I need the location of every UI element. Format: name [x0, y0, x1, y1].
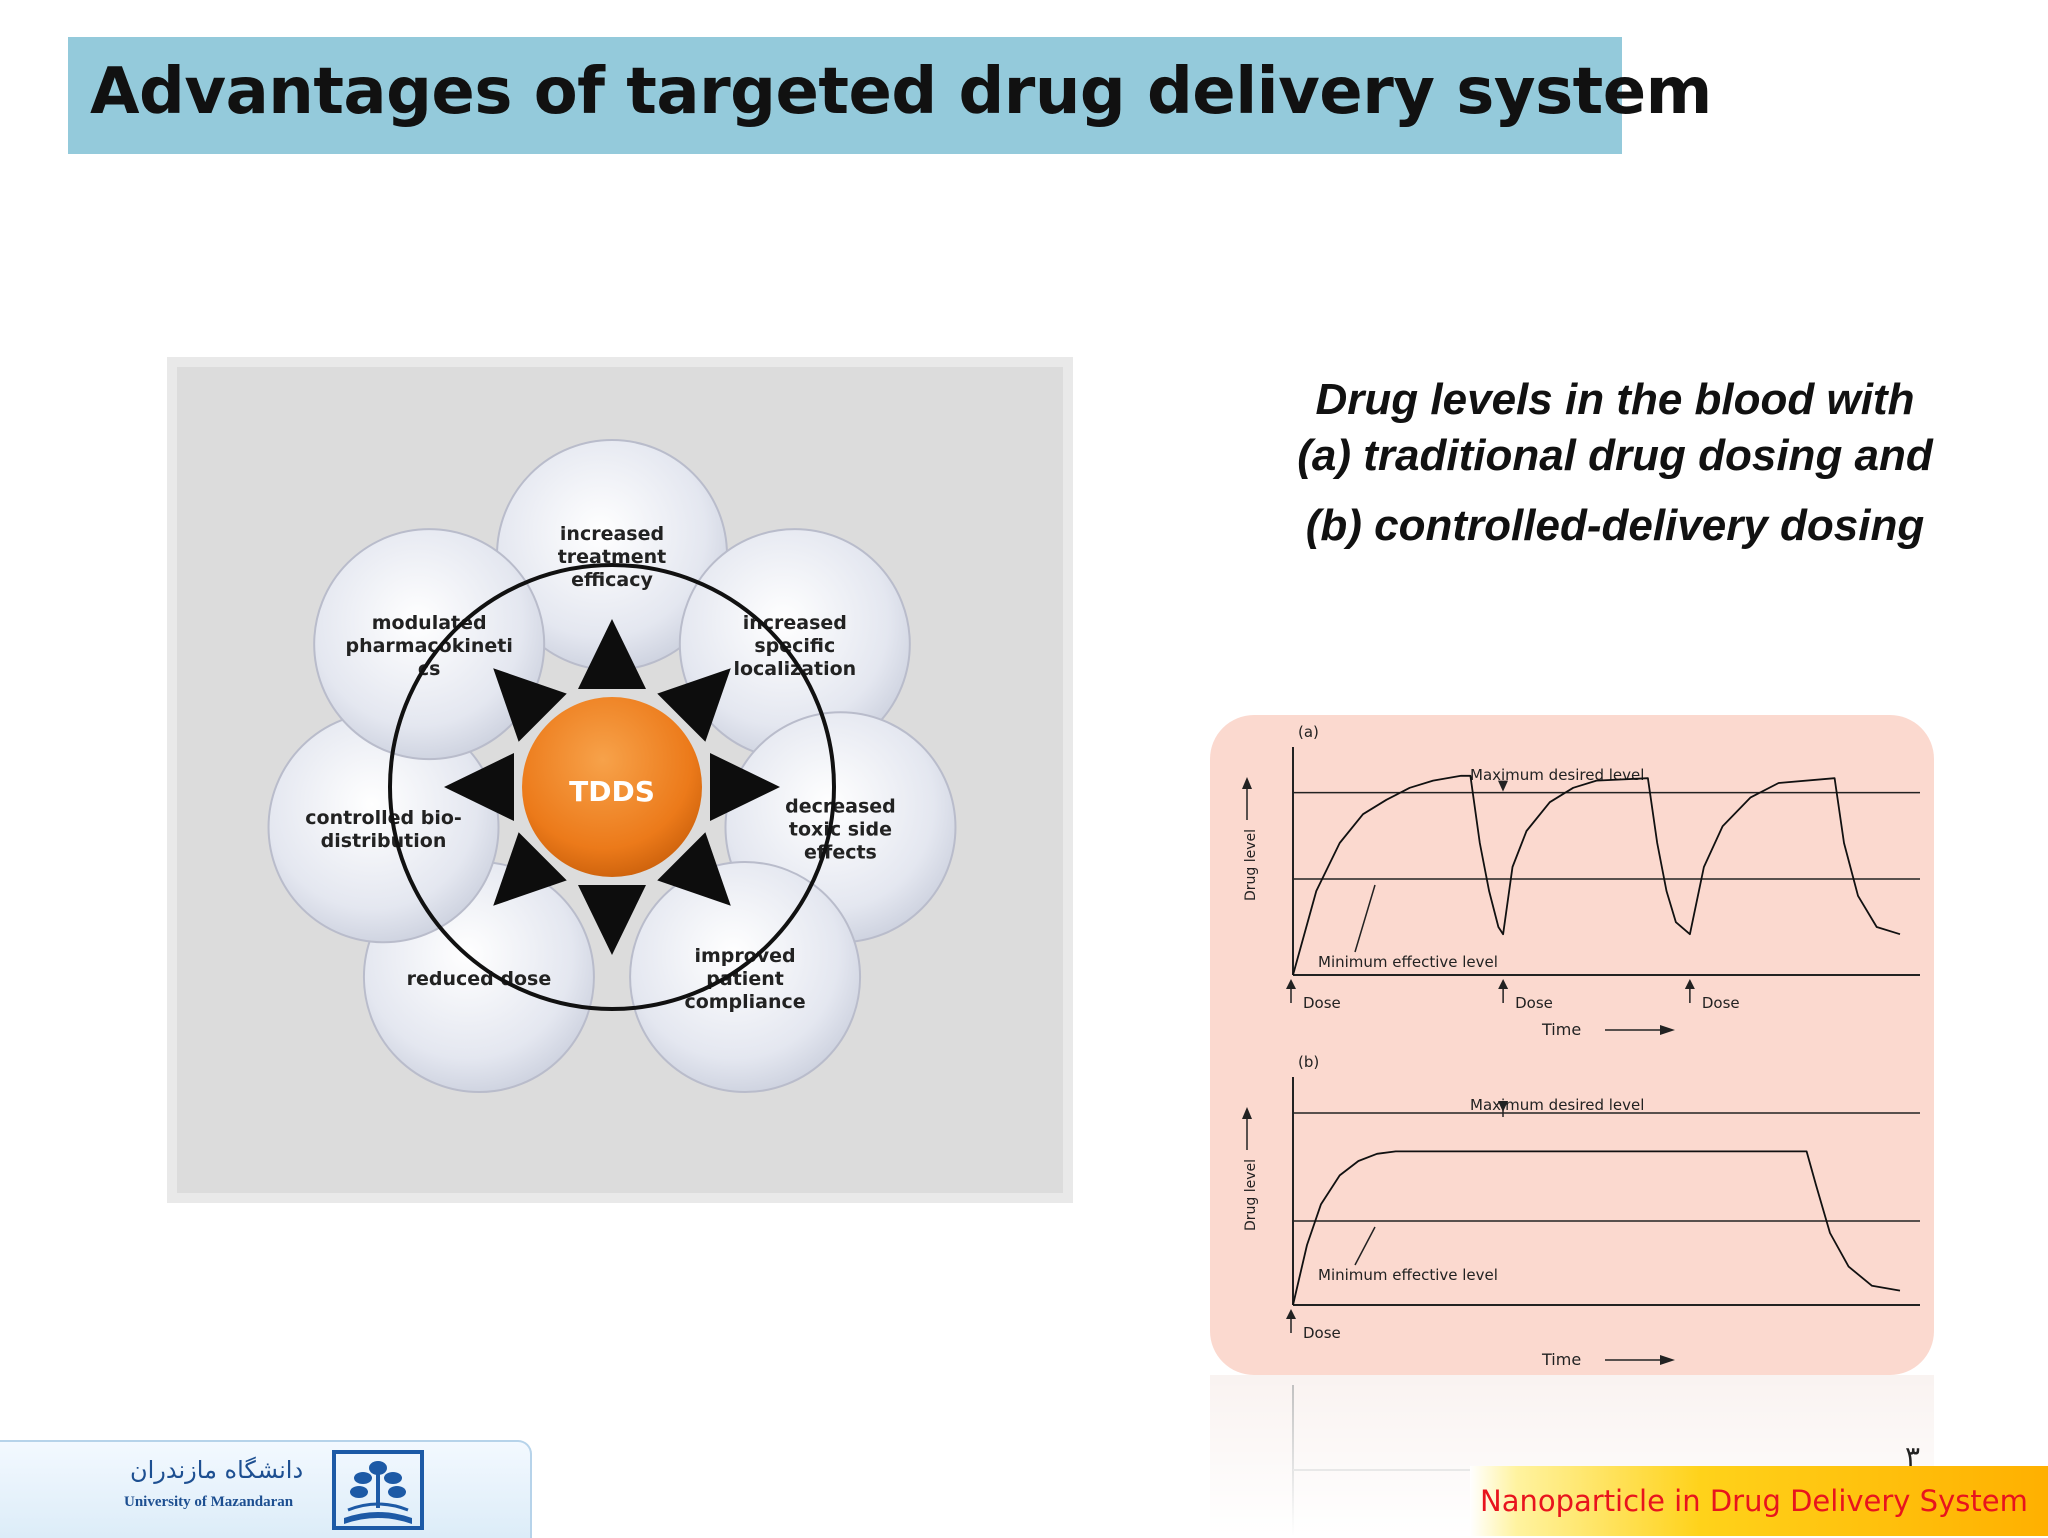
arrows-layer	[444, 619, 780, 955]
petal-label: cs	[418, 658, 441, 680]
panel-label: (b)	[1298, 1053, 1319, 1071]
chart-caption: Drug levels in the blood with (a) tradit…	[1230, 372, 2000, 554]
panel-label: (a)	[1298, 723, 1319, 741]
dose-marker-head	[1286, 979, 1296, 989]
dose-label: Dose	[1303, 994, 1341, 1012]
petal-label: compliance	[684, 991, 805, 1013]
tdds-arrow	[578, 619, 646, 689]
university-name-fa: دانشگاه مازندران	[130, 1456, 304, 1484]
tdds-arrow	[657, 832, 731, 906]
petal-label: improved	[694, 945, 795, 967]
max-level-pointer-head	[1498, 1101, 1508, 1112]
page-number: ۳	[1905, 1440, 1921, 1473]
x-axis-arrow-head	[1660, 1355, 1675, 1365]
drug-level-curve	[1292, 1150, 1901, 1306]
chart-caption-line1: Drug levels in the blood with	[1315, 375, 1915, 424]
petal-label: effects	[804, 841, 877, 863]
petal-label: treatment	[558, 546, 667, 568]
petal-label: controlled bio-	[305, 807, 462, 829]
max-level-label: Maximum desired level	[1470, 1096, 1644, 1114]
petal-label: increased	[743, 612, 847, 634]
footer-text: Nanoparticle in Drug Delivery System	[1480, 1484, 2028, 1518]
tdds-arrow	[710, 753, 780, 821]
y-axis-label: Drug level	[1243, 1159, 1259, 1231]
petal-label: distribution	[321, 830, 447, 852]
petal-circle	[629, 861, 862, 1094]
tdds-arrow	[578, 885, 646, 955]
tdds-arrow	[493, 832, 567, 906]
petal-label: reduced dose	[407, 968, 552, 990]
university-logo: دانشگاه مازندران University of Mazandara…	[0, 1440, 532, 1538]
dose-marker-head	[1286, 1309, 1296, 1319]
x-axis-label: Time	[1541, 1350, 1581, 1369]
petal-label: pharmacokineti	[345, 635, 512, 657]
petal-label: efficacy	[571, 569, 653, 591]
petal-label: specific	[754, 635, 835, 657]
x-axis-label: Time	[1541, 1020, 1581, 1039]
max-level-pointer-head	[1498, 780, 1508, 792]
petals-layer: increasedtreatmentefficacyincreasedspeci…	[267, 439, 957, 1094]
min-level-pointer	[1354, 1226, 1376, 1266]
y-axis-label: Drug level	[1243, 829, 1259, 901]
petal-label: patient	[706, 968, 784, 990]
chart-caption-line3: (b) controlled-delivery dosing	[1305, 501, 1925, 550]
max-level-label: Maximum desired level	[1470, 766, 1644, 784]
y-axis-arrow-head	[1242, 777, 1252, 789]
dose-label: Dose	[1702, 994, 1740, 1012]
slide-title: Advantages of targeted drug delivery sys…	[90, 55, 1712, 129]
chart-caption-line2: (a) traditional drug dosing and	[1297, 431, 1933, 480]
footer-band: Nanoparticle in Drug Delivery System	[1470, 1466, 2048, 1536]
tdds-arrow	[657, 668, 731, 742]
petal-label: toxic side	[789, 818, 892, 840]
petal-5: controlled bio-distribution	[267, 711, 500, 944]
chart-background	[1210, 715, 1934, 1375]
tdds-center-label: TDDS	[569, 775, 655, 808]
petal-label: increased	[560, 523, 664, 545]
y-axis-arrow-head	[1242, 1107, 1252, 1119]
university-emblem-icon	[332, 1450, 424, 1530]
min-level-label: Minimum effective level	[1318, 953, 1498, 971]
tdds-arrow	[493, 668, 567, 742]
dose-marker-head	[1498, 979, 1509, 989]
x-axis-arrow-head	[1660, 1025, 1675, 1035]
petal-circle	[313, 528, 546, 761]
min-level-pointer	[1354, 884, 1376, 953]
outer-ring	[388, 563, 836, 1011]
tdds-diagram: increasedtreatmentefficacyincreasedspeci…	[167, 357, 1073, 1203]
tdds-center	[522, 697, 702, 877]
petal-label: decreased	[785, 795, 896, 817]
min-level-label: Minimum effective level	[1318, 1266, 1498, 1284]
title-bar: Advantages of targeted drug delivery sys…	[68, 37, 1712, 154]
drug-level-curve	[1292, 774, 1901, 976]
dose-marker-head	[1684, 979, 1695, 989]
dose-label: Dose	[1515, 994, 1553, 1012]
dose-label: Dose	[1303, 1324, 1341, 1342]
petal-label: localization	[733, 658, 856, 680]
tdds-arrow	[444, 753, 514, 821]
university-name-en: University of Mazandaran	[124, 1494, 294, 1510]
